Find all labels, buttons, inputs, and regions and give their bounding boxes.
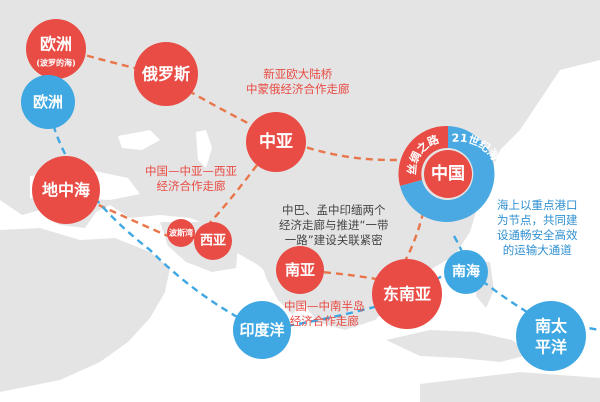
- note-maritime-ports: 海上以重点港口 为节点，共同建 设通畅安全高效 的运输大通道: [497, 198, 578, 258]
- node-mediterranean-label: 地中海: [42, 181, 90, 200]
- route-silk-road-north: [63, 47, 416, 162]
- node-south-pacific-line2: 平洋: [535, 338, 567, 357]
- node-europe-top-sublabel: (波罗的海): [36, 58, 75, 68]
- node-south-pacific: 南太 平洋: [516, 301, 586, 371]
- node-south-china-sea-label: 南海: [452, 263, 480, 280]
- note-indochina-peninsula: 中国—中南半岛 经济合作走廊: [284, 299, 365, 329]
- route-china-southeast: [398, 199, 428, 271]
- note-eurasia-bridge-line2: 中蒙俄经济合作走廊: [246, 82, 350, 96]
- node-europe-mid: 欧洲: [21, 75, 75, 129]
- node-south-china-sea: 南海: [444, 250, 488, 294]
- note-eurasia-bridge-line1: 新亚欧大陆桥: [263, 67, 333, 81]
- note-bcim-line2: 经济走廊与推进“一带: [279, 218, 389, 232]
- sea-black: [118, 130, 160, 150]
- node-southeast-asia: 东南亚: [372, 259, 442, 329]
- china-label: 中国: [431, 163, 465, 184]
- node-europe-top: 欧洲 (波罗的海): [26, 19, 86, 79]
- nodes: 欧洲 (波罗的海) 俄罗斯 欧洲 中亚 地中海 波斯湾: [21, 19, 586, 371]
- node-indian-ocean-label: 印度洋: [239, 321, 284, 339]
- note-indochina-line2: 经济合作走廊: [289, 314, 359, 328]
- node-central-asia-label: 中亚: [259, 131, 293, 152]
- sea-caspian: [196, 130, 212, 168]
- node-europe-top-label: 欧洲: [40, 35, 72, 54]
- node-south-asia: 南亚: [276, 246, 324, 294]
- note-bcim-line1: 中巴、孟中印缅两个: [281, 203, 386, 217]
- node-west-asia-label: 西亚: [200, 234, 226, 249]
- note-china-west-asia: 中国—中亚—西亚 经济合作走廊: [145, 164, 237, 194]
- node-russia: 俄罗斯: [134, 42, 198, 106]
- note-maritime-line2: 为节点，共同建: [497, 213, 578, 227]
- note-maritime-line1: 海上以重点港口: [497, 198, 578, 212]
- note-bcim-line3: 一路”建设关联紧密: [284, 233, 383, 247]
- ring-blue-segment: [400, 126, 495, 222]
- china-node: [424, 150, 472, 198]
- node-persian-gulf-label: 波斯湾: [169, 228, 193, 238]
- node-west-asia: 西亚: [194, 222, 232, 260]
- ring-red-segment: [398, 125, 448, 186]
- node-indian-ocean: 印度洋: [233, 301, 291, 359]
- node-central-asia: 中亚: [246, 112, 306, 172]
- note-bcim: 中巴、孟中印缅两个 经济走廊与推进“一带 一路”建设关联紧密: [279, 203, 388, 248]
- note-maritime-line4: 的运输大通道: [502, 243, 572, 257]
- node-southeast-asia-label: 东南亚: [383, 285, 431, 304]
- node-russia-label: 俄罗斯: [141, 65, 190, 84]
- node-south-pacific-line1: 南太: [535, 317, 568, 336]
- node-south-asia-label: 南亚: [285, 261, 315, 279]
- node-mediterranean: 地中海: [32, 156, 100, 224]
- note-indochina-line1: 中国—中南半岛: [284, 299, 365, 313]
- node-europe-mid-label: 欧洲: [33, 93, 63, 111]
- note-eurasia-bridge: 新亚欧大陆桥 中蒙俄经济合作走廊: [246, 67, 350, 97]
- node-persian-gulf: 波斯湾: [167, 219, 195, 247]
- note-china-west-asia-line2: 经济合作走廊: [156, 179, 226, 193]
- landmass-africa: [0, 228, 170, 392]
- note-china-west-asia-line1: 中国—中亚—西亚: [145, 164, 237, 178]
- landmass-islands: [386, 330, 532, 362]
- note-maritime-line3: 设通畅安全高效: [497, 228, 578, 242]
- landmass-australia: [420, 372, 600, 402]
